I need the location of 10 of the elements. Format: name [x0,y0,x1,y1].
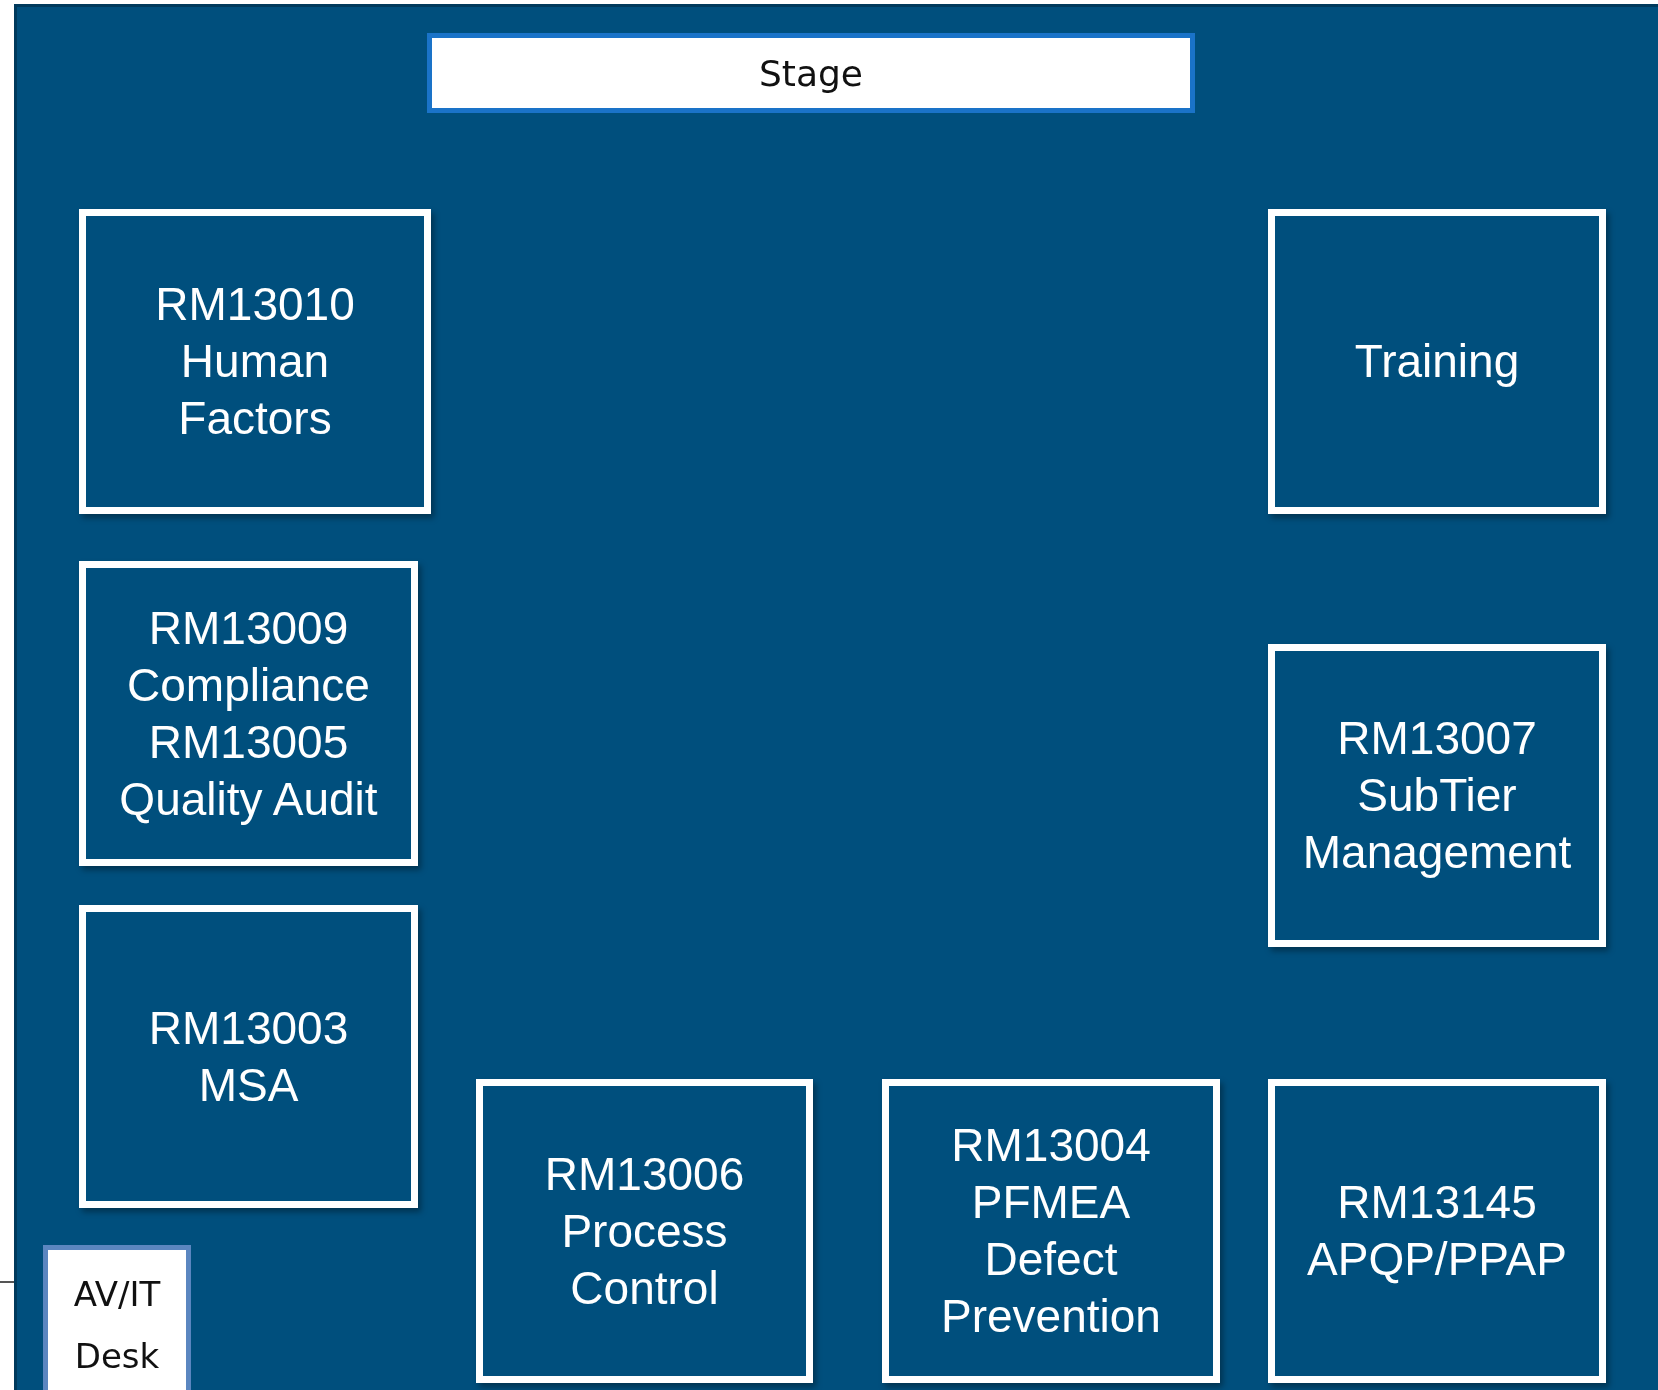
booth-box: RM13004 PFMEA Defect Prevention [882,1079,1220,1383]
booth-box: RM13145 APQP/PPAP [1268,1079,1606,1383]
booth-box: RM13007 SubTier Management [1268,644,1606,947]
booth-box: RM13006 Process Control [476,1079,813,1383]
booth-box: RM13010 Human Factors [79,209,431,514]
booth-box: Training [1268,209,1606,514]
booth-box: RM13003 MSA [79,905,418,1208]
desk-box: AV/IT Desk [43,1245,191,1390]
booth-box: RM13009 Compliance RM13005 Quality Audit [79,561,418,866]
stage-box: Stage [427,33,1195,113]
